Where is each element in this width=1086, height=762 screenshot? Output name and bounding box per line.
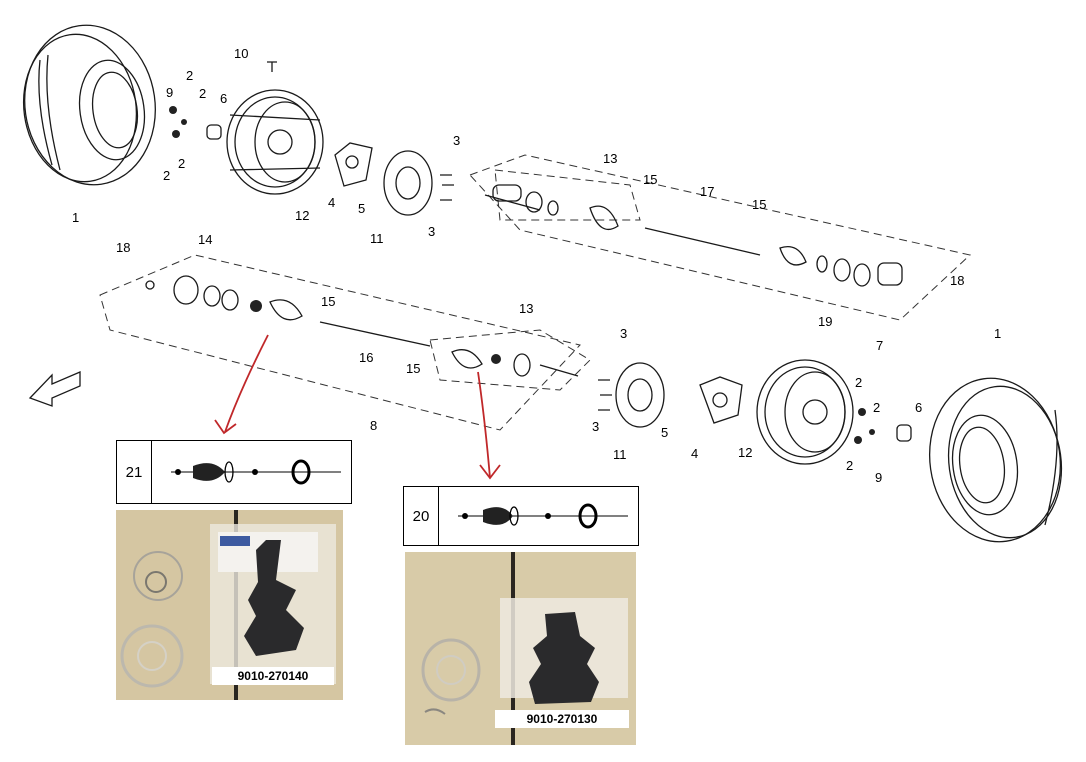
- hub-nuts-upper: [169, 61, 277, 140]
- tire-upper-left: [22, 24, 156, 186]
- label-1-upper: 1: [72, 210, 79, 225]
- label-2a: 2: [186, 68, 193, 83]
- label-11-lower: 11: [613, 447, 627, 462]
- label-15a-upper: 15: [643, 172, 657, 187]
- label-15a-lower: 15: [321, 294, 335, 309]
- direction-arrow-icon: [28, 371, 81, 407]
- label-12-lower: 12: [738, 445, 752, 460]
- rim-upper: [226, 89, 324, 195]
- kit-box-21: 21: [116, 440, 352, 504]
- label-17: 17: [700, 184, 714, 199]
- label-6-upper: 6: [220, 91, 227, 106]
- label-9-upper: 9: [166, 85, 173, 100]
- kit-box-20-number: 20: [404, 487, 439, 545]
- label-19: 19: [818, 314, 832, 329]
- label-2c-lower: 2: [846, 458, 853, 473]
- hub-lower: [699, 376, 743, 424]
- label-13-lower: 13: [519, 301, 533, 316]
- rim-lower: [756, 359, 912, 465]
- label-5-upper: 5: [358, 201, 365, 216]
- label-7: 7: [876, 338, 883, 353]
- label-9-lower: 9: [875, 470, 882, 485]
- axle-assembly-lower: [99, 254, 591, 431]
- label-1-lower: 1: [994, 326, 1001, 341]
- label-8: 8: [370, 418, 377, 433]
- part-number-label-270130: 9010-270130: [495, 710, 629, 728]
- label-2b-lower: 2: [873, 400, 880, 415]
- brake-disc-upper: [383, 150, 454, 216]
- label-4-upper: 4: [328, 195, 335, 210]
- label-11-upper: 11: [370, 231, 384, 246]
- callout-arrows: [214, 334, 501, 480]
- label-4-lower: 4: [691, 446, 698, 461]
- part-number-label-270140: 9010-270140: [212, 667, 334, 685]
- label-14: 14: [198, 232, 212, 247]
- label-18-lower: 18: [116, 240, 130, 255]
- label-3b-upper: 3: [428, 224, 435, 239]
- label-2c: 2: [178, 156, 185, 171]
- kit-21-parts-icon: [171, 459, 341, 485]
- product-photo-270140: 9010-270140: [116, 510, 343, 700]
- brake-disc-lower: [598, 362, 665, 428]
- label-15b-upper: 15: [752, 197, 766, 212]
- tire-lower-right: [928, 377, 1063, 543]
- label-2d: 2: [163, 168, 170, 183]
- kit-box-21-number: 21: [117, 441, 152, 503]
- kit-box-20: 20: [403, 486, 639, 546]
- label-6-lower: 6: [915, 400, 922, 415]
- axle-assembly-upper: [469, 154, 972, 321]
- product-photo-270130: 9010-270130: [405, 552, 636, 745]
- label-18-upper: 18: [950, 273, 964, 288]
- label-10: 10: [234, 46, 248, 61]
- label-2a-lower: 2: [855, 375, 862, 390]
- label-12-upper: 12: [295, 208, 309, 223]
- label-2b: 2: [199, 86, 206, 101]
- kit-20-parts-icon: [458, 503, 628, 529]
- label-13-upper: 13: [603, 151, 617, 166]
- label-3a-lower: 3: [620, 326, 627, 341]
- label-3b-lower: 3: [592, 419, 599, 434]
- labels-upper: 1 2 2 2 2 9 10 6 12 4 5 3 11 3 13 15 17 …: [72, 46, 964, 353]
- label-5-lower: 5: [661, 425, 668, 440]
- labels-lower: 18 14 15 16 15 13 8 3 3 11 5 4 12 2 2 2 …: [116, 232, 1001, 485]
- label-16: 16: [359, 350, 373, 365]
- hub-upper: [334, 142, 373, 187]
- label-15b-lower: 15: [406, 361, 420, 376]
- label-3a-upper: 3: [453, 133, 460, 148]
